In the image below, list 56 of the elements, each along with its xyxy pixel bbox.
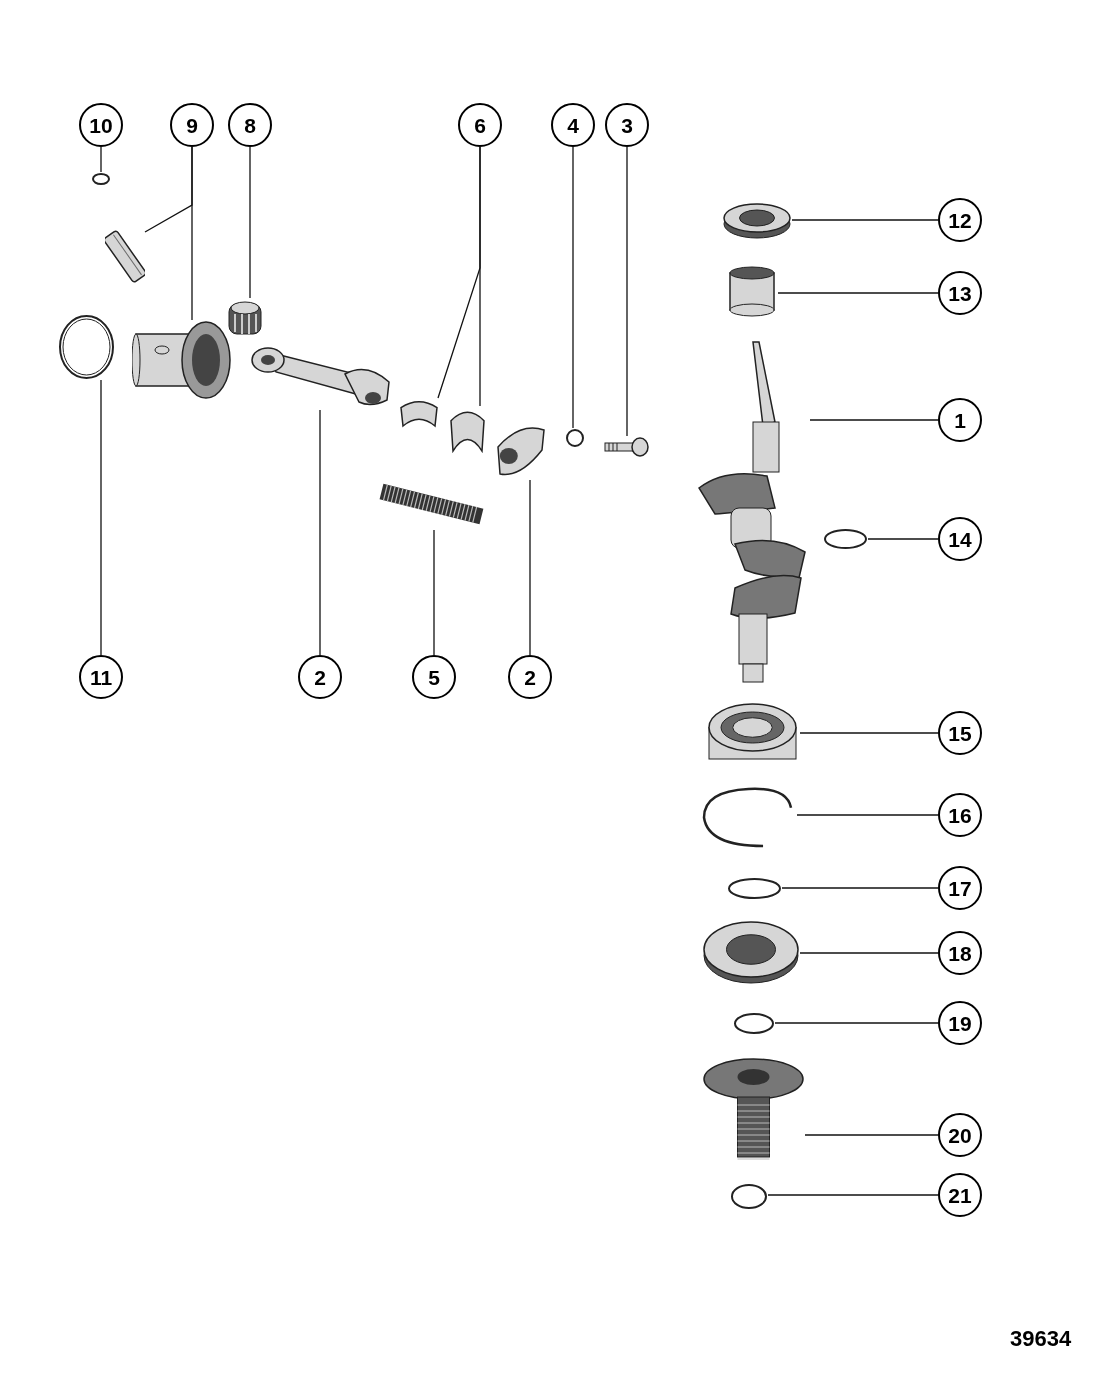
ring-drawing	[733, 1012, 775, 1035]
leader-line	[572, 146, 574, 429]
leader-line	[799, 952, 939, 954]
callout-number: 4	[551, 103, 595, 147]
ring-drawing	[730, 1183, 768, 1210]
callout-number: 3	[605, 103, 649, 147]
leader-line	[804, 1134, 939, 1136]
ring-drawing	[565, 428, 585, 448]
leader-line	[479, 146, 481, 407]
leader-line	[799, 732, 939, 734]
callout-number: 8	[228, 103, 272, 147]
callout-number: 21	[938, 1173, 982, 1217]
ring-drawing	[91, 172, 111, 186]
leader-line	[774, 1022, 939, 1024]
leader-line	[867, 538, 939, 540]
callout-number: 17	[938, 866, 982, 910]
leader-line	[777, 292, 939, 294]
bushing-drawing	[726, 265, 778, 318]
callout-number: 20	[938, 1113, 982, 1157]
leader-line	[791, 219, 939, 221]
leader-line	[809, 419, 939, 421]
leader-line	[626, 146, 628, 437]
seal-drawing	[702, 918, 800, 985]
callout-number: 9	[170, 103, 214, 147]
seal-drawing	[722, 200, 792, 240]
leader-line	[781, 887, 939, 889]
callout-number: 15	[938, 711, 982, 755]
callout-number: 2	[298, 655, 342, 699]
callout-number: 12	[938, 198, 982, 242]
callout-number: 18	[938, 931, 982, 975]
ring-drawing	[727, 877, 782, 900]
leader-line	[100, 146, 102, 173]
leader-line	[796, 814, 939, 816]
callout-number: 6	[458, 103, 502, 147]
leader-line	[529, 479, 531, 656]
leader-line	[433, 529, 435, 656]
callout-number: 11	[79, 655, 123, 699]
leader-line	[191, 146, 193, 321]
piston-ring-drawing	[58, 314, 115, 380]
callout-number: 10	[79, 103, 123, 147]
callout-number: 14	[938, 517, 982, 561]
leader-line	[319, 409, 321, 656]
leader-line	[249, 146, 251, 299]
callout-number: 19	[938, 1001, 982, 1045]
callout-number: 5	[412, 655, 456, 699]
figure-number: 39634	[1010, 1325, 1072, 1353]
piston-drawing	[132, 320, 232, 400]
ring-drawing	[823, 528, 868, 550]
leader-line	[100, 379, 102, 656]
screw-drawing	[603, 436, 650, 458]
bearing-half-drawing	[398, 398, 440, 430]
callout-number: 13	[938, 271, 982, 315]
leader-line	[767, 1194, 939, 1196]
callout-number: 16	[938, 793, 982, 837]
callout-number: 2	[508, 655, 552, 699]
callout-number: 1	[938, 398, 982, 442]
